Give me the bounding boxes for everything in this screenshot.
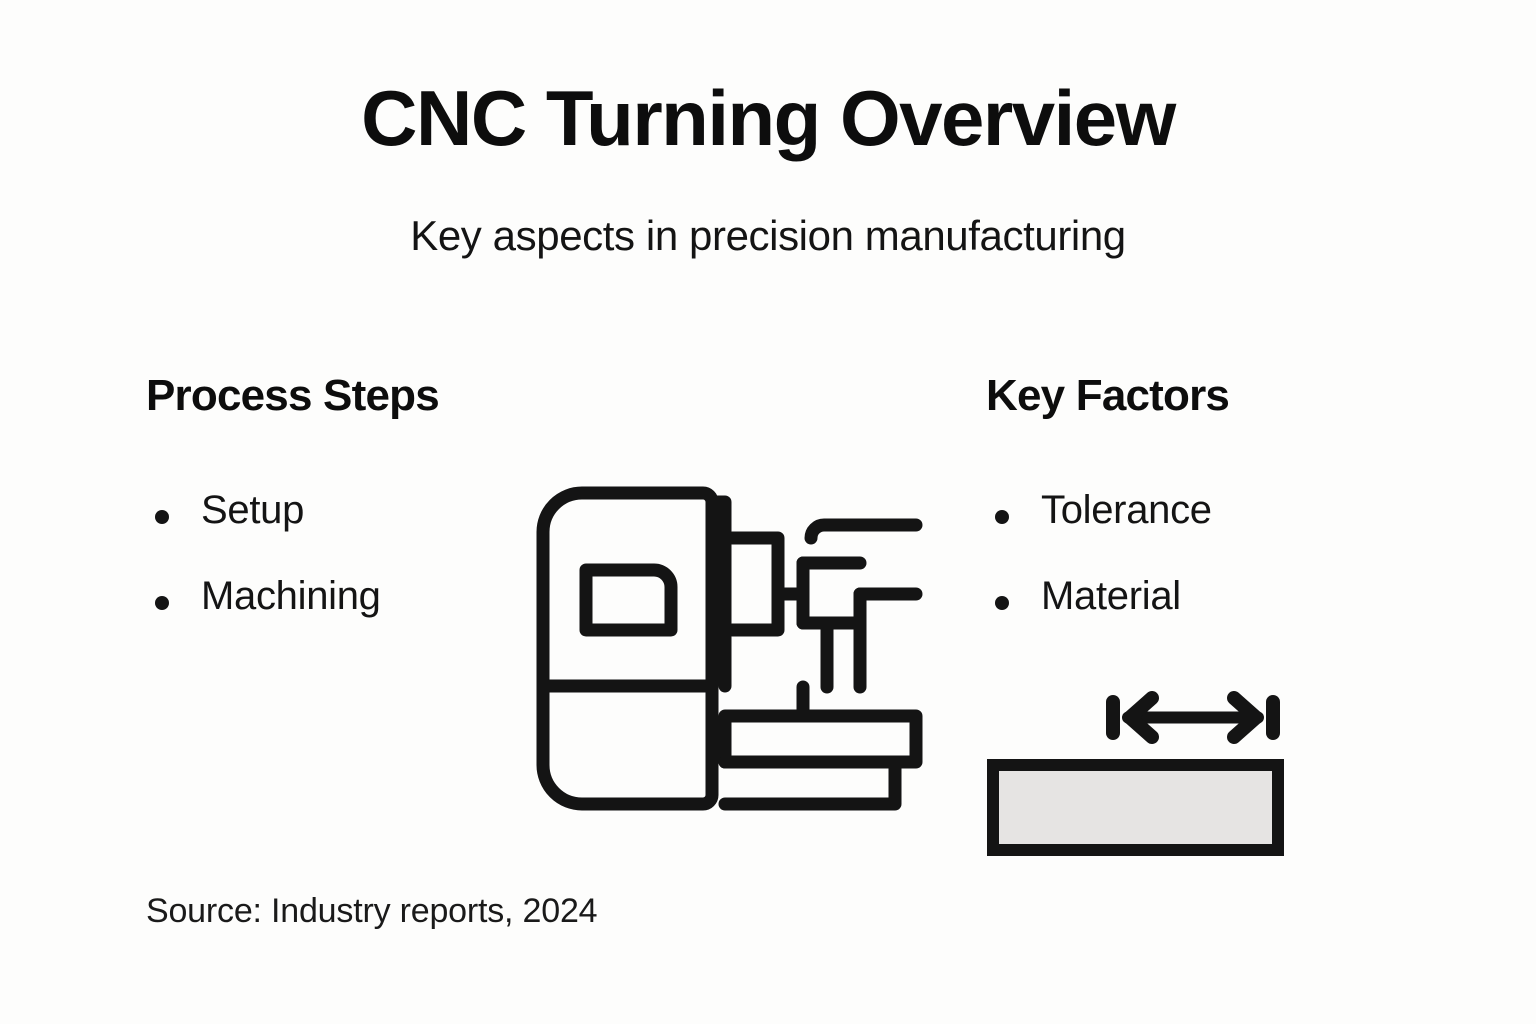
page-title: CNC Turning Overview [361,74,1176,162]
dimension-left-arrowhead [1123,691,1159,744]
process-steps-heading: Process Steps [146,371,440,420]
cnc-lathe-icon [536,486,923,811]
key-factors-column: Key Factors Tolerance Material [986,371,1406,616]
list-item: Machining [146,576,566,662]
machine-bed-base [718,755,902,811]
key-factors-list: Tolerance Material [986,490,1406,662]
control-window [579,563,678,637]
headstock-chuck [725,531,785,637]
dimension-arrow-icon [1106,691,1280,744]
bullet-dot-icon [995,596,1009,610]
bullet-dot-icon [155,510,169,524]
list-item: Material [986,576,1406,662]
coolant-arm [804,518,923,545]
list-item-label: Machining [201,574,381,618]
list-item: Tolerance [986,490,1406,576]
key-factors-heading: Key Factors [986,371,1230,420]
dimension-right-arrowhead [1227,691,1263,744]
process-steps-list: Setup Machining [146,490,566,662]
source-note: Source: Industry reports, 2024 [146,892,598,930]
machine-bed-slab [718,709,923,769]
workpiece-dimension-group [987,691,1284,856]
machine-cabinet-outline [536,486,719,811]
page-subtitle: Key aspects in precision manufacturing [410,212,1126,259]
list-item-label: Material [1041,574,1181,618]
cnc-lathe-illustration [520,470,940,830]
workpiece-bar-icon [987,759,1284,856]
list-item-label: Setup [201,488,305,532]
cabinet-right-wall [705,495,732,693]
bullet-dot-icon [155,596,169,610]
process-steps-column: Process Steps Setup Machining [146,371,566,616]
list-item-label: Tolerance [1041,488,1212,532]
bullet-dot-icon [995,510,1009,524]
tolerance-illustration [980,685,1290,865]
list-item: Setup [146,490,566,576]
